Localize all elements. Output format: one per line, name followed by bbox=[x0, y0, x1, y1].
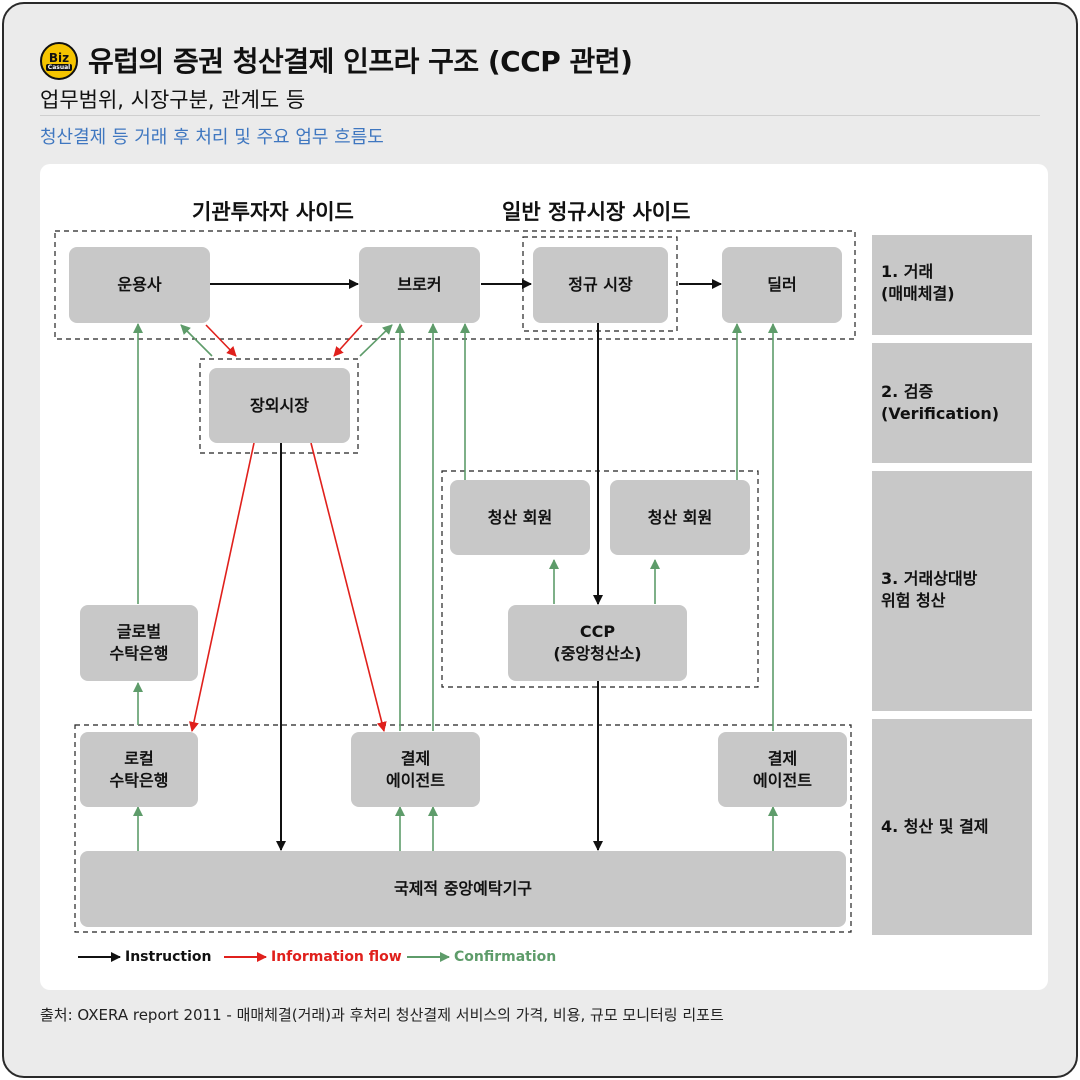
stage-4-clearing-settlement: 4. 청산 및 결제 bbox=[872, 719, 1032, 935]
legend-information-label: Information flow bbox=[271, 949, 402, 965]
page-title: 유럽의 증권 청산결제 인프라 구조 (CCP 관련) bbox=[88, 45, 633, 78]
node-icsd: 국제적 중앙예탁기구 bbox=[80, 851, 846, 927]
info-arrow-otc-settlement-agent bbox=[310, 442, 387, 732]
clearing-group-box bbox=[441, 470, 759, 688]
source-note: 출처: OXERA report 2011 - 매매체결(거래)과 후처리 청산… bbox=[40, 1006, 724, 1024]
settlement-group-box bbox=[74, 724, 852, 933]
stage-3-counterparty-risk: 3. 거래상대방 위험 청산 bbox=[872, 471, 1032, 711]
legend-confirmation-label: Confirmation bbox=[454, 949, 557, 965]
regulated-side-label: 일반 정규시장 사이드 bbox=[502, 200, 691, 224]
node-broker: 브로커 bbox=[359, 247, 480, 323]
node-ccp: CCP (중앙청산소) bbox=[508, 605, 687, 681]
node-global-custodian: 글로벌 수탁은행 bbox=[80, 605, 198, 681]
node-local-custodian: 로컬 수탁은행 bbox=[80, 732, 198, 807]
node-clearing-member-1: 청산 회원 bbox=[450, 480, 590, 555]
info-arrow-asset-manager-otc bbox=[205, 324, 237, 357]
trading-group-box bbox=[54, 230, 856, 340]
biz-casual-logo: Biz Casual bbox=[40, 42, 78, 80]
node-dealer: 딜러 bbox=[722, 247, 842, 323]
regulated-market-group-box bbox=[522, 236, 678, 332]
diagram-caption: 청산결제 등 거래 후 처리 및 주요 업무 흐름도 bbox=[40, 127, 384, 148]
node-settlement-agent-2: 결제 에이전트 bbox=[718, 732, 847, 807]
info-arrow-otc-local-custodian bbox=[189, 442, 255, 732]
info-arrow-broker-otc bbox=[333, 324, 363, 357]
node-regulated-market: 정규 시장 bbox=[533, 247, 668, 323]
node-asset-manager: 운용사 bbox=[69, 247, 210, 323]
confirm-arrow-otc-broker bbox=[359, 324, 393, 357]
header-divider bbox=[40, 115, 1040, 116]
page-subtitle: 업무범위, 시장구분, 관계도 등 bbox=[40, 88, 306, 112]
confirm-arrow-otc-asset-manager bbox=[180, 324, 213, 357]
institutional-side-label: 기관투자자 사이드 bbox=[192, 200, 354, 224]
node-otc-market: 장외시장 bbox=[209, 368, 350, 443]
legend-instruction-label: Instruction bbox=[125, 949, 212, 965]
stage-1-trading: 1. 거래 (매매체결) bbox=[872, 235, 1032, 335]
stage-2-verification: 2. 검증 (Verification) bbox=[872, 343, 1032, 463]
node-settlement-agent-1: 결제 에이전트 bbox=[351, 732, 480, 807]
node-clearing-member-2: 청산 회원 bbox=[610, 480, 750, 555]
